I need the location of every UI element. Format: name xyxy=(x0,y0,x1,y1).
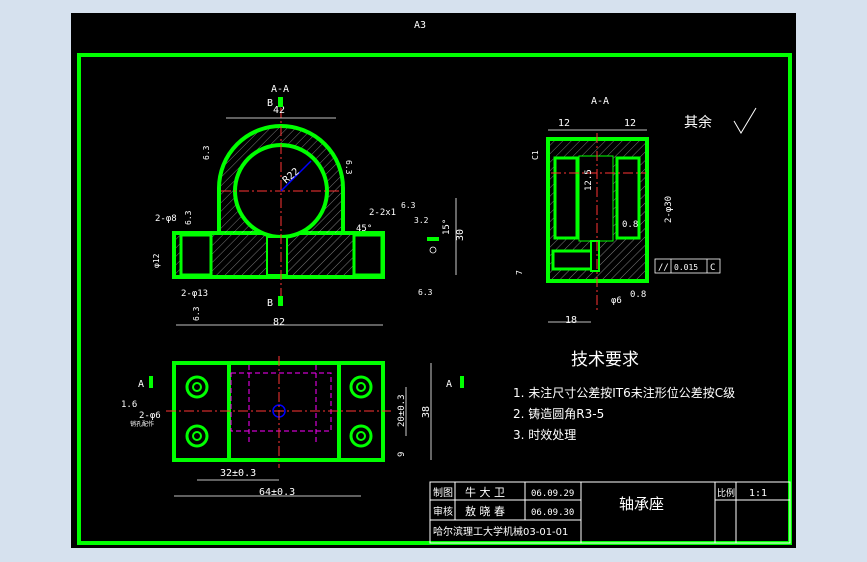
tol-value: 0.015 xyxy=(674,263,698,272)
top-dim-38: 38 xyxy=(421,406,432,418)
rough-3: 6.3 xyxy=(184,210,193,225)
tech-requirements: 技术要求 1. 未注尺寸公差按IT6未注形位公差按C级 2. 铸造圆角R3-5 … xyxy=(513,350,735,442)
tol-symbol: // xyxy=(658,263,669,273)
side-dim-7: 7 xyxy=(515,270,524,275)
tb-drawn-date: 06.09.29 xyxy=(531,489,574,499)
tb-checked-date: 06.09.30 xyxy=(531,508,574,518)
title-block: 制图 牛 大 卫 06.09.29 审核 敖 晓 春 06.09.30 轴承座 … xyxy=(429,481,791,544)
top-dim-9: 9 xyxy=(397,452,407,457)
dim-hole-small: 2-φ8 xyxy=(155,214,177,224)
tech-item-3: 3. 时效处理 xyxy=(513,427,576,442)
top-rough: 1.6 xyxy=(121,400,137,410)
side-rough-08: 0.8 xyxy=(622,220,638,230)
dim-chamfer: 2-2x1 xyxy=(369,208,396,218)
front-cut-marker-bottom: B xyxy=(267,298,273,309)
front-hole-left xyxy=(179,233,213,277)
rough-4: 6.3 xyxy=(401,201,416,210)
side-chamfer: C1 xyxy=(531,150,540,160)
side-rough-08b: 0.8 xyxy=(630,290,646,300)
front-pin-hole xyxy=(266,236,288,276)
dim-hole-large: 2-φ13 xyxy=(181,289,208,299)
rough-1: 6.3 xyxy=(202,145,211,160)
tb-drawn-by: 牛 大 卫 xyxy=(465,485,505,499)
tb-checked-label: 审核 xyxy=(433,505,453,518)
rough-2: 6.3 xyxy=(344,160,353,175)
top-hidden-bore xyxy=(230,372,332,432)
top-dim-64: 64±0.3 xyxy=(259,487,295,498)
side-dim-depth: 18 xyxy=(565,315,577,326)
tb-scale-label: 比例 xyxy=(717,487,735,499)
front-view: 42 R22 82 30 15° 2-φ8 2-φ13 2-2x1 45° φ1… xyxy=(152,84,466,328)
tb-scale-value: 1:1 xyxy=(749,488,767,499)
top-hole-note: 2-φ6 xyxy=(139,411,161,421)
side-section-label: A-A xyxy=(591,96,609,107)
dim-angle: 45° xyxy=(356,224,372,234)
top-cut-marker-right: A xyxy=(446,379,452,390)
side-dim-125: 12.5 xyxy=(584,169,594,191)
rough-7: 6.3 xyxy=(192,306,201,321)
tol-datum: C xyxy=(710,263,715,273)
dim-total-width: 82 xyxy=(273,317,285,328)
top-hole-sub: 销孔配作 xyxy=(130,420,154,428)
tb-part-name: 轴承座 xyxy=(619,495,664,513)
front-hole-right xyxy=(352,233,384,277)
side-view: A-A 其余 12 12 2-φ30 18 12.5 φ6 0.8 0.8 C1… xyxy=(515,96,757,326)
dim-height: 30 xyxy=(455,229,466,241)
tech-item-1: 1. 未注尺寸公差按IT6未注形位公差按C级 xyxy=(513,385,735,400)
tb-organization: 哈尔滨理工大学机械03-01-01 xyxy=(433,525,568,538)
side-others-label: 其余 xyxy=(684,114,712,131)
side-dim-left: 12 xyxy=(558,118,570,129)
top-dim-20: 20±0.3 xyxy=(397,394,407,427)
front-cut-marker-top: B xyxy=(267,98,273,109)
drawing-viewport[interactable]: A3 42 R22 82 30 15° 2-φ8 2-φ13 2-2x1 45°… xyxy=(71,13,796,548)
front-section-label: A-A xyxy=(271,84,289,95)
side-dim-right: 12 xyxy=(624,118,636,129)
tolerance-frame xyxy=(654,258,721,274)
tech-item-2: 2. 铸造圆角R3-5 xyxy=(513,406,604,421)
tech-title: 技术要求 xyxy=(571,350,639,370)
cad-drawing: A3 42 R22 82 30 15° 2-φ8 2-φ13 2-2x1 45°… xyxy=(77,20,792,545)
tb-checked-by: 敖 晓 春 xyxy=(465,505,505,518)
front-radius-leader xyxy=(280,160,312,192)
top-view: 32±0.3 64±0.3 20±0.3 38 9 2-φ6 销孔配作 1.6 … xyxy=(121,356,464,498)
tb-drawn-label: 制图 xyxy=(433,486,453,499)
dim-side: φ12 xyxy=(152,253,161,268)
dim-15: 15° xyxy=(442,219,452,235)
top-cut-marker-left: A xyxy=(138,379,144,390)
dim-top-width: 42 xyxy=(273,105,285,116)
rough-6: 6.3 xyxy=(418,288,433,297)
rough-5: 3.2 xyxy=(414,216,429,225)
top-dim-32: 32±0.3 xyxy=(220,468,256,479)
side-dim-bore: 2-φ30 xyxy=(664,196,674,223)
side-dim-pin: φ6 xyxy=(611,296,622,306)
sheet-size-label: A3 xyxy=(414,20,426,31)
